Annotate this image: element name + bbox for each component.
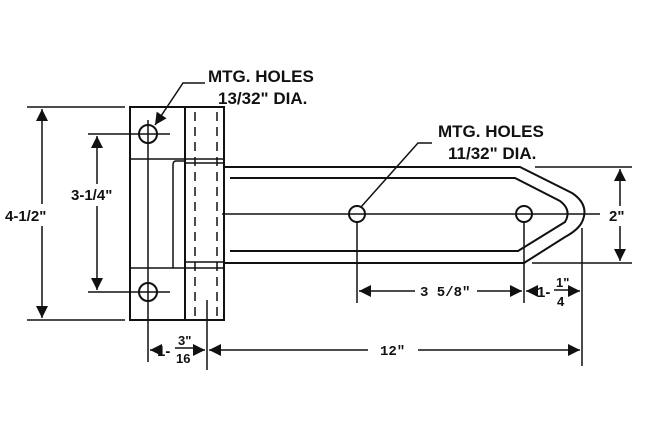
callout-right-holes: MTG. HOLES 11/32" DIA. — [360, 122, 544, 208]
dim-plate-whole: 1- — [157, 343, 170, 360]
callout-right-line2: 11/32" DIA. — [448, 144, 536, 163]
dimension-hole-spacing-vertical: 3-1/4" — [70, 133, 170, 293]
dimension-overall-height: 4-1/2" — [4, 106, 125, 321]
dim-plate-num: 3" — [178, 333, 191, 348]
dimension-strap-length: 12" — [209, 340, 580, 360]
dimension-strap-hole-spacing: 3 5/8" — [359, 282, 522, 301]
dim-strap-width: 2" — [609, 208, 624, 225]
dimension-plate-offset: 1- 3" 16 — [150, 333, 205, 366]
hinge-leaf-plate — [129, 106, 225, 362]
callout-left-line1: MTG. HOLES — [208, 67, 314, 86]
dim-strap-length: 12" — [380, 344, 405, 360]
dimension-tip-offset: 1- 1" 4 — [526, 275, 580, 309]
dim-tip-num: 1" — [556, 275, 569, 290]
hinge-strap — [222, 166, 600, 264]
dim-tip-whole: 1- — [537, 284, 550, 301]
dim-strap-hole-spacing: 3 5/8" — [420, 285, 470, 301]
callout-left-line2: 13/32" DIA. — [218, 89, 307, 108]
dim-hole-spacing-vertical: 3-1/4" — [71, 187, 112, 204]
callout-left-holes: MTG. HOLES 13/32" DIA. — [154, 67, 314, 126]
callout-right-line1: MTG. HOLES — [438, 122, 544, 141]
dim-plate-den: 16 — [176, 351, 190, 366]
dim-tip-den: 4 — [557, 294, 565, 309]
dim-overall-height: 4-1/2" — [5, 208, 46, 225]
